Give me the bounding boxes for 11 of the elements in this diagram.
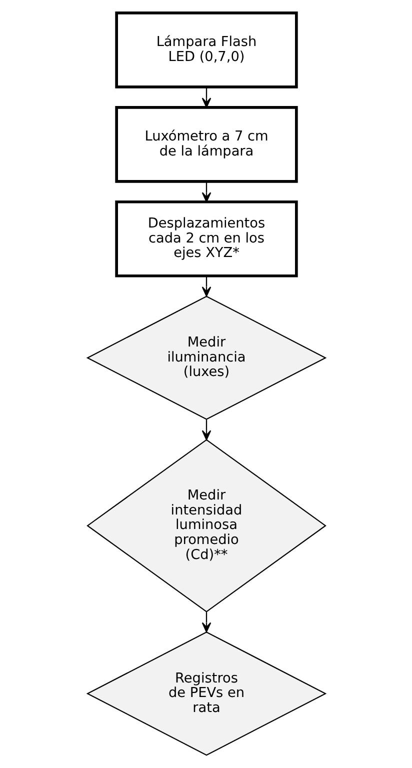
node-box: Luxómetro a 7 cm de la lámpara	[114, 106, 298, 183]
node-box: Lámpara Flash LED (0,7,0)	[114, 12, 298, 88]
node-diamond: Medir intensidad luminosa promedio (Cd)**	[86, 439, 326, 612]
arrow	[201, 420, 211, 440]
node-diamond: Medir iluminancia (luxes)	[86, 296, 326, 420]
node-diamond: Registros de PEVs en rata	[86, 632, 326, 756]
arrow	[201, 86, 211, 108]
arrow	[201, 276, 211, 297]
arrow	[201, 612, 211, 632]
node-box: Desplazamientos cada 2 cm en los ejes XYZ*	[114, 200, 298, 278]
arrow	[201, 181, 211, 202]
